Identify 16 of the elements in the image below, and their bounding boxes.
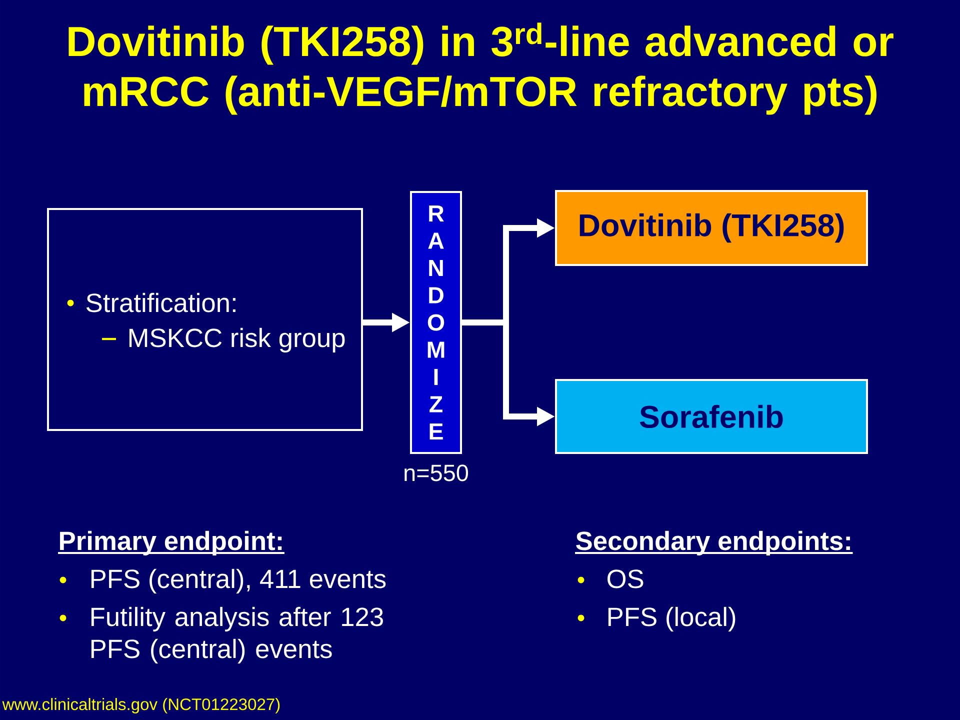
bullet-text: PFS (local) xyxy=(608,606,736,632)
bullet-text: Futility analysis after 123 PFS (central) events xyxy=(91,606,383,664)
treatment-box: Sorafenib xyxy=(555,379,868,454)
slide-title: Dovitinib (TKI258) in 3$^{rd}$-line advanced or mRCC (anti-VEGF/mTOR refractory pts) xyxy=(68,22,894,115)
randomize-bar: RANDOMIZE xyxy=(410,191,462,454)
bullet-text: OS xyxy=(608,570,644,588)
source-note: www.clinicaltrials.gov (NCT01223027) xyxy=(2,698,280,714)
connector-line xyxy=(462,320,503,326)
section-heading: Secondary endpoints: xyxy=(575,530,853,556)
sample-size-label: n=550 xyxy=(404,464,468,482)
bullet-text: PFS (central), 411 events xyxy=(91,568,386,594)
treatment-box: Dovitinib (TKI258) xyxy=(555,190,868,266)
bullet-text: Stratification: xyxy=(86,292,236,312)
bullet-text: MSKCC risk group xyxy=(129,328,345,352)
section-heading: Primary endpoint: xyxy=(58,530,284,556)
outlined-box xyxy=(47,208,363,431)
